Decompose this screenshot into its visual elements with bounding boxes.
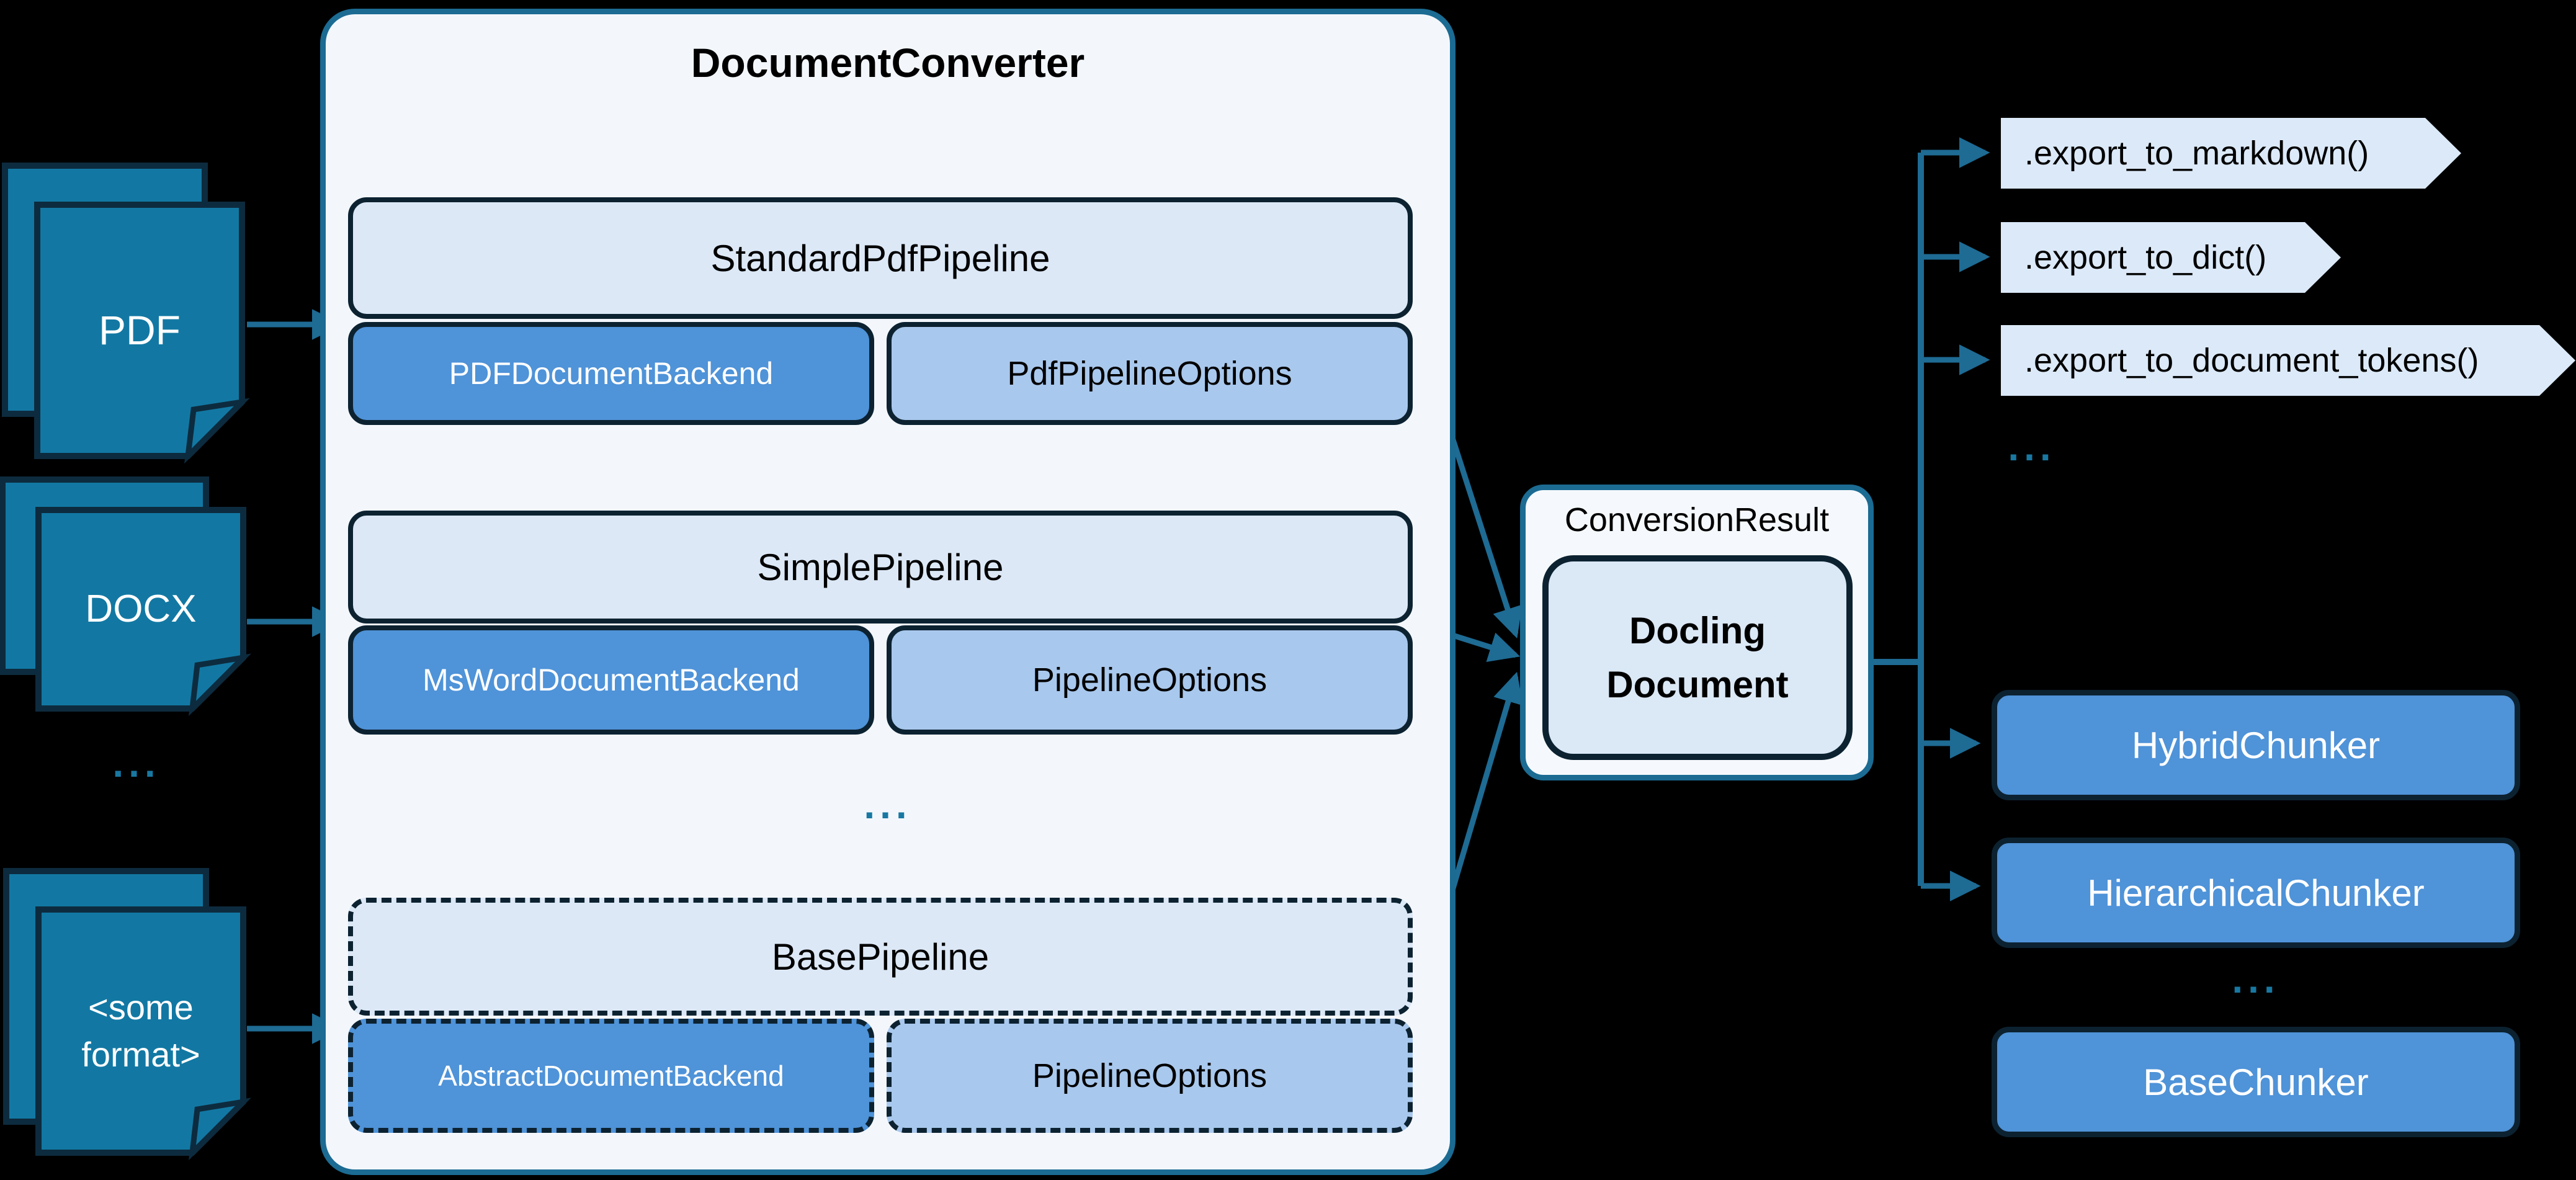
options-basepipeline: PipelineOptions — [887, 1019, 1413, 1133]
sources-ellipsis: ... — [112, 741, 161, 785]
exports-ellipsis: ... — [2008, 424, 2056, 469]
pipeline-standardpdf: StandardPdfPipeline — [348, 197, 1413, 319]
export-to-markdown-tag: .export_to_markdown() — [2001, 118, 2461, 189]
source-label-pdf: PDF — [99, 306, 181, 353]
backend-abstractdocument: AbstractDocumentBackend — [348, 1019, 874, 1133]
pipeline-simple: SimplePipeline — [348, 511, 1413, 624]
export-to-document-tokens-tag: .export_to_document_tokens() — [2001, 325, 2575, 396]
hierarchical-chunker-box: HierarchicalChunker — [1992, 838, 2520, 948]
source-label-docx: DOCX — [85, 588, 197, 631]
some-format-doc-icon — [3, 868, 252, 1161]
options-pdfpipeline: PdfPipelineOptions — [887, 322, 1413, 425]
conversion-result-label: ConversionResult — [1564, 501, 1830, 539]
hybrid-chunker-box: HybridChunker — [1992, 690, 2520, 800]
converter-ellipsis: ... — [864, 782, 912, 827]
export-to-dict-tag: .export_to_dict() — [2001, 222, 2341, 293]
backend-pdfdocument: PDFDocumentBackend — [348, 322, 874, 425]
document-converter-title: DocumentConverter — [691, 40, 1085, 86]
backend-msword: MsWordDocumentBackend — [348, 625, 874, 735]
chunkers-ellipsis: ... — [2232, 957, 2280, 1001]
fanout-connectors — [1854, 137, 1990, 901]
pipeline-base: BasePipeline — [348, 898, 1413, 1016]
docling-document-node: Docling Document — [1542, 555, 1853, 760]
options-pipeline: PipelineOptions — [887, 625, 1413, 735]
pdf-doc-icon — [2, 163, 250, 464]
base-chunker-box: BaseChunker — [1992, 1027, 2520, 1137]
source-label-some-format: <some format> — [81, 988, 200, 1074]
docx-doc-icon — [0, 476, 252, 717]
